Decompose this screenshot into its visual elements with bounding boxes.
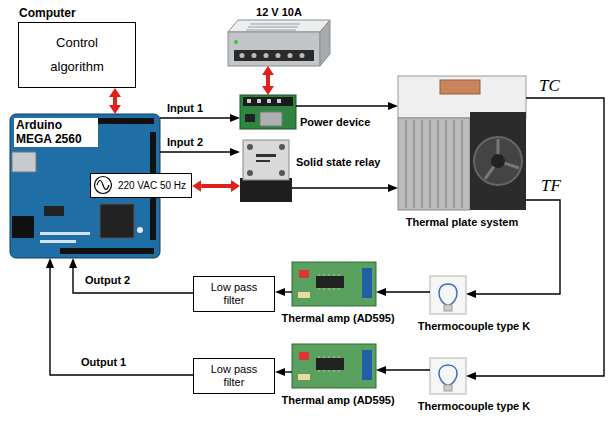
node-label: Low pass filter	[203, 281, 265, 307]
node-label: Power device	[300, 116, 370, 129]
node-label: Thermal amp (AD595)	[281, 312, 394, 325]
power-link	[113, 97, 117, 105]
amplifier-picture	[292, 344, 376, 388]
low-pass-filter: Low pass filter	[193, 358, 275, 394]
thermocouple-picture	[430, 358, 466, 394]
low-pass-filter: Low pass filter	[193, 276, 275, 312]
node-label: Low pass filter	[203, 363, 265, 389]
signal-line	[160, 151, 230, 152]
power-supply-picture	[228, 20, 330, 66]
signal-line	[386, 291, 430, 292]
signal-line	[386, 369, 430, 370]
node-label: Control algorithm	[35, 31, 119, 79]
thermocouple: Thermocouple type K	[430, 358, 466, 394]
temperature-symbol: TF	[540, 177, 562, 194]
thermal-plate-system: Thermal plate system	[398, 76, 526, 210]
signal-line	[73, 268, 193, 293]
signal-line	[296, 105, 388, 106]
power-device: Power device	[240, 95, 296, 129]
node-label: 220 VAC 50 Hz	[118, 180, 186, 192]
signal-line	[160, 117, 230, 118]
node-label: Thermocouple type K	[418, 400, 530, 413]
node-label: Solid state relay	[296, 156, 380, 169]
signal-line	[292, 187, 388, 188]
signal-name: Input 1	[166, 102, 204, 115]
ac-source-box: 220 VAC 50 Hz	[90, 173, 192, 198]
signal-line	[50, 268, 193, 375]
signal-name: Input 2	[166, 136, 204, 149]
amplifier-picture	[292, 262, 376, 306]
power-supply: 12 V 10A	[228, 20, 330, 66]
signal-line	[476, 98, 604, 376]
node-label: Thermocouple type K	[418, 320, 530, 333]
thermocouple-picture	[430, 276, 466, 314]
power-link	[201, 184, 231, 188]
node-label: 12 V 10A	[256, 6, 302, 19]
node-label: Arduino MEGA 2560	[14, 118, 98, 147]
signal-line	[285, 371, 292, 372]
relay-picture	[240, 140, 292, 202]
temperature-symbol: TC	[538, 77, 561, 94]
power-link	[266, 75, 270, 86]
signal-line	[476, 200, 560, 294]
thermal-amp: Thermal amp (AD595)	[292, 262, 376, 306]
ac-source-symbol	[93, 175, 113, 195]
signal-name: Output 2	[84, 274, 131, 287]
signal-line	[285, 291, 292, 292]
thermocouple: Thermocouple type K	[430, 276, 466, 314]
signal-name: Output 1	[80, 356, 127, 369]
solid-state-relay: Solid state relay	[240, 140, 292, 202]
node-label: Computer	[19, 6, 76, 20]
computer-box: ComputerControl algorithm	[18, 22, 136, 88]
node-label: Thermal plate system	[406, 216, 519, 229]
power-device-picture	[240, 95, 296, 129]
thermal-amp: Thermal amp (AD595)	[292, 344, 376, 388]
node-label: Thermal amp (AD595)	[281, 394, 394, 407]
thermal-plate-picture	[398, 76, 526, 210]
